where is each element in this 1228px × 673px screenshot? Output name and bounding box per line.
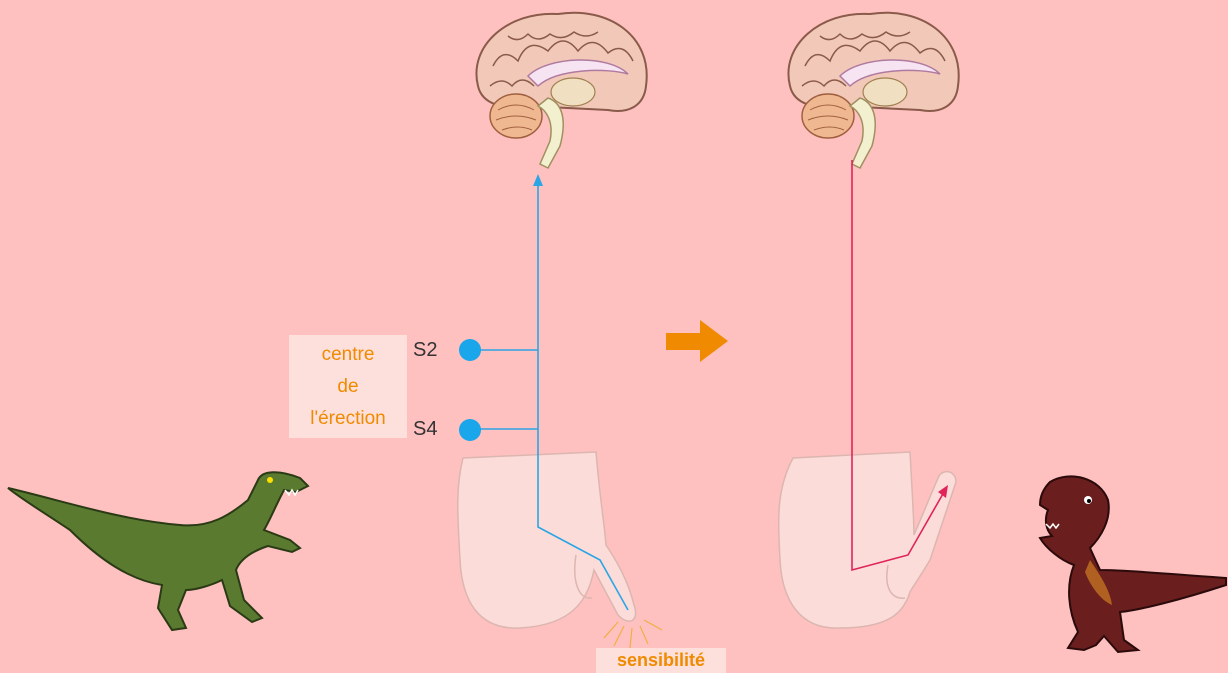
erection-center-line-3: l'érection xyxy=(289,403,407,435)
brain-left-icon xyxy=(476,13,646,168)
erection-center-line-2: de xyxy=(289,371,407,403)
erection-center-line-1: centre xyxy=(289,339,407,371)
sensation-rays xyxy=(604,620,662,648)
velociraptor-icon xyxy=(8,472,308,630)
s2-segment-dot xyxy=(459,339,481,361)
s2-label: S2 xyxy=(413,339,437,362)
right-arrow-icon xyxy=(666,320,728,362)
pelvis-erect-icon xyxy=(779,452,956,628)
s4-segment-dot xyxy=(459,419,481,441)
erection-center-label: centre de l'érection xyxy=(289,335,407,438)
pelvis-flaccid-icon xyxy=(458,452,636,628)
sensibilite-label: sensibilité xyxy=(596,648,726,673)
brain-right-icon xyxy=(788,13,958,168)
t-rex-icon xyxy=(1040,476,1226,652)
s4-label: S4 xyxy=(413,418,437,441)
